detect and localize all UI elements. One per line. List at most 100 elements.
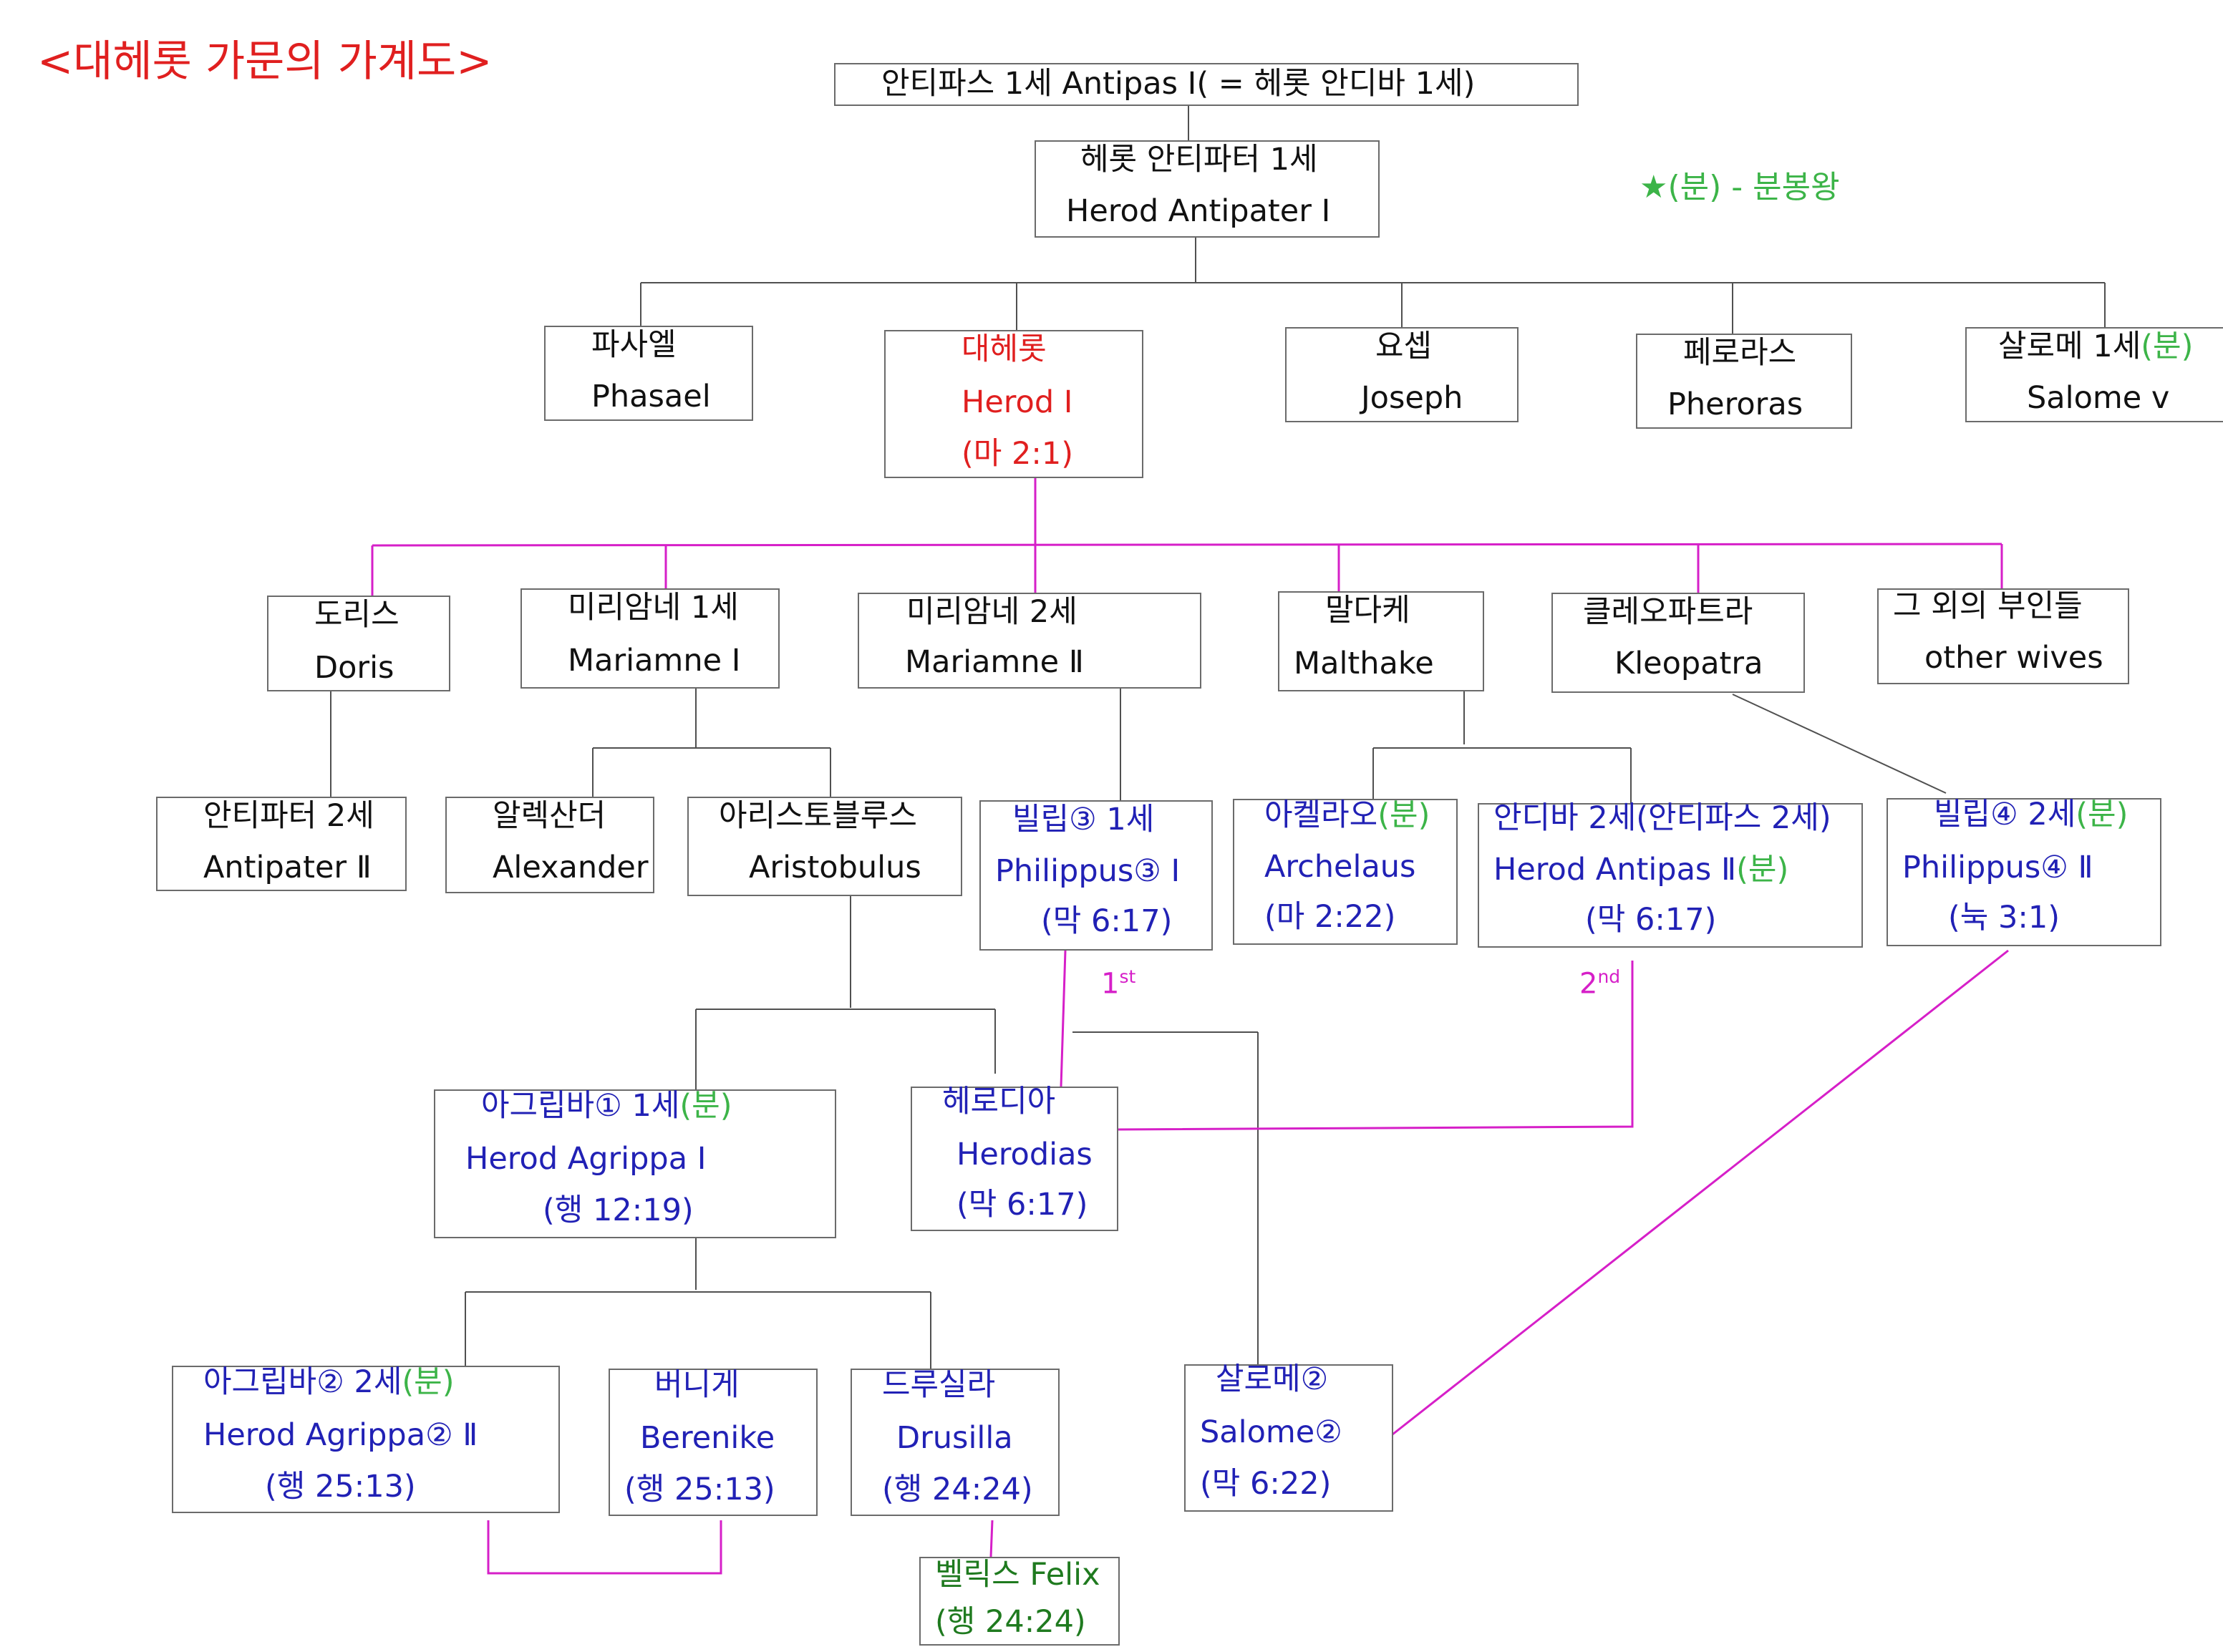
person-agrippa-2[interactable]: 아그립바② 2세(분) Herod Agrippa② Ⅱ (행 25:13) — [172, 1364, 560, 1513]
person-name-en: Herod Agrippa② Ⅱ — [203, 1417, 478, 1453]
tetrarch-mark: (분) — [1377, 797, 1430, 833]
person-name-ko: 클레오파트라 — [1583, 594, 1753, 630]
person-philippus-2[interactable]: 빌립④ 2세(분) Philippus④ Ⅱ (눅 3:1) — [1887, 797, 2161, 946]
person-reference: (눅 3:1) — [1948, 900, 2060, 936]
marriage-philippus2-salome2 — [1392, 949, 2009, 1436]
person-name-ko: 헤롯 안티파터 1세 — [1080, 142, 1318, 178]
person-reference: (막 6:22) — [1200, 1466, 1332, 1502]
person-aristobulus[interactable]: 아리스토블루스 Aristobulus — [687, 797, 962, 896]
person-name-en: Aristobulus — [749, 850, 921, 885]
person-name-ko: 요셉 — [1375, 329, 1433, 364]
person-reference: (마 2:1) — [962, 436, 1073, 472]
person-name-en: Mariamne Ⅰ — [568, 643, 741, 679]
person-name-en: Herod Antipas Ⅱ(분) — [1493, 852, 1789, 888]
person-name-en: Archelaus — [1264, 849, 1416, 885]
note-first-marriage: 1st — [1101, 966, 1136, 1001]
person-archelaus[interactable]: 아켈라오(분) Archelaus (마 2:22) — [1233, 797, 1458, 945]
legend-tetrarch: ★(분) - 분봉왕 — [1640, 169, 1840, 205]
person-name-ko: 아그립바① 1세(분) — [481, 1088, 732, 1124]
person-name-ko: 버니게 — [654, 1367, 740, 1403]
marriage-philippus1-herodias — [1060, 950, 1067, 1087]
person-herodias[interactable]: 헤로디아 Herodias (막 6:17) — [911, 1084, 1118, 1231]
marriage-agrippa2-berenike — [487, 1520, 722, 1575]
person-antipater-1[interactable]: 헤롯 안티파터 1세 Herod Antipater Ⅰ — [1035, 140, 1380, 238]
person-reference: (막 6:17) — [956, 1187, 1088, 1223]
person-name-ko: 헤로디아 — [942, 1084, 1056, 1119]
person-antipas-1[interactable]: 안티파스 1세 Antipas Ⅰ( = 헤롯 안디바 1세) — [834, 63, 1579, 106]
person-herod-1[interactable]: 대헤롯 Herod Ⅰ (마 2:1) — [884, 330, 1143, 478]
person-name-ko: 파사엘 — [591, 327, 677, 363]
tetrarch-mark: (분) — [2076, 797, 2128, 832]
person-malthake[interactable]: 말다케 Malthake — [1278, 591, 1484, 691]
person-name-ko: 미리암네 2세 — [906, 594, 1077, 630]
person-alexander[interactable]: 알렉산더 Alexander — [445, 797, 654, 893]
person-name-en: Phasael — [591, 379, 711, 414]
person-reference: (행 24:24) — [935, 1604, 1086, 1640]
person-pheroras[interactable]: 페로라스 Pheroras — [1636, 334, 1852, 429]
note-second-marriage: 2nd — [1579, 966, 1621, 1001]
connector-kleopatra-philippus2 — [1732, 694, 1947, 794]
person-name-en: Herodias — [956, 1137, 1093, 1172]
person-name-en: Doris — [314, 650, 394, 686]
person-name-ko: 드루실라 — [882, 1367, 996, 1403]
tetrarch-mark: (분) — [402, 1364, 455, 1400]
tetrarch-mark: (분) — [2141, 329, 2194, 364]
person-philippus-1[interactable]: 빌립③ 1세 Philippus③ Ⅰ (막 6:17) — [979, 800, 1213, 951]
person-name: 벨릭스 Felix — [935, 1557, 1100, 1593]
person-name-ko: 안티파터 2세 — [203, 798, 374, 834]
person-name-ko: 그 외의 부인들 — [1893, 588, 2083, 624]
person-name-ko: 안디바 2세(안티파스 2세) — [1493, 800, 1831, 836]
person-name-en: Antipater Ⅱ — [203, 850, 372, 885]
tetrarch-mark: (분) — [679, 1088, 732, 1124]
person-salome-1[interactable]: 살로메 1세(분) Salome v — [1965, 327, 2223, 422]
person-reference: (막 6:17) — [1041, 903, 1173, 939]
person-joseph[interactable]: 요셉 Joseph — [1285, 327, 1519, 422]
person-name-ko: 빌립④ 2세(분) — [1934, 797, 2128, 832]
person-name-ko: 도리스 — [314, 597, 399, 633]
person-name-en: Berenike — [640, 1420, 775, 1456]
person-name-en: Herod Ⅰ — [962, 384, 1073, 420]
person-name-ko: 말다케 — [1325, 593, 1410, 628]
person-name-en: Salome v — [2027, 380, 2170, 416]
person-name-en: Herod Antipater Ⅰ — [1066, 193, 1331, 229]
person-agrippa-1[interactable]: 아그립바① 1세(분) Herod Agrippa Ⅰ (행 12:19) — [434, 1088, 836, 1238]
person-salome-2[interactable]: 살로메② Salome② (막 6:22) — [1184, 1361, 1393, 1512]
person-name-ko: 살로메 1세(분) — [1998, 329, 2194, 364]
tetrarch-mark: (분) — [1736, 852, 1789, 888]
marriage-wives-bus — [372, 543, 2002, 547]
person-name-ko: 아리스토블루스 — [719, 798, 917, 834]
person-name-en: Drusilla — [896, 1420, 1013, 1456]
person-name-en: Malthake — [1294, 646, 1434, 681]
person-name-en: Alexander — [493, 850, 649, 885]
person-phasael[interactable]: 파사엘 Phasael — [544, 326, 753, 421]
person-name-ko: 살로메② — [1216, 1361, 1329, 1397]
person-name-ko: 대헤롯 — [962, 331, 1047, 367]
person-name: 안티파스 1세 Antipas Ⅰ( = 헤롯 안디바 1세) — [881, 66, 1476, 102]
person-reference: (마 2:22) — [1264, 899, 1396, 935]
person-antipas-2[interactable]: 안디바 2세(안티파스 2세) Herod Antipas Ⅱ(분) (막 6:… — [1478, 800, 1863, 948]
person-kleopatra[interactable]: 클레오파트라 Kleopatra — [1551, 593, 1805, 693]
person-name-en: other wives — [1924, 640, 2103, 676]
person-felix[interactable]: 벨릭스 Felix (행 24:24) — [919, 1557, 1120, 1646]
person-name-ko: 아그립바② 2세(분) — [203, 1364, 455, 1400]
person-mariamne-1[interactable]: 미리암네 1세 Mariamne Ⅰ — [520, 588, 780, 689]
person-berenike[interactable]: 버니게 Berenike (행 25:13) — [609, 1367, 818, 1516]
person-drusilla[interactable]: 드루실라 Drusilla (행 24:24) — [851, 1367, 1060, 1516]
chart-title: <대헤롯 가문의 가계도> — [37, 37, 493, 87]
person-antipater-2[interactable]: 안티파터 2세 Antipater Ⅱ — [156, 797, 407, 891]
person-name-ko: 페로라스 — [1683, 335, 1797, 371]
person-name-en: Philippus③ Ⅰ — [995, 853, 1181, 889]
person-name-ko: 아켈라오(분) — [1264, 797, 1430, 833]
person-reference: (행 25:13) — [265, 1469, 416, 1505]
person-doris[interactable]: 도리스 Doris — [267, 596, 450, 691]
person-reference: (막 6:17) — [1585, 902, 1717, 938]
person-name-en: Salome② — [1200, 1414, 1342, 1450]
person-name-en: Joseph — [1361, 380, 1463, 416]
person-reference: (행 12:19) — [543, 1192, 694, 1228]
marriage-drusilla-felix — [989, 1520, 994, 1558]
person-reference: (행 25:13) — [624, 1472, 775, 1507]
person-mariamne-2[interactable]: 미리암네 2세 Mariamne Ⅱ — [858, 593, 1201, 689]
person-name-en: Pheroras — [1667, 387, 1803, 422]
person-other-wives[interactable]: 그 외의 부인들 other wives — [1877, 588, 2129, 684]
